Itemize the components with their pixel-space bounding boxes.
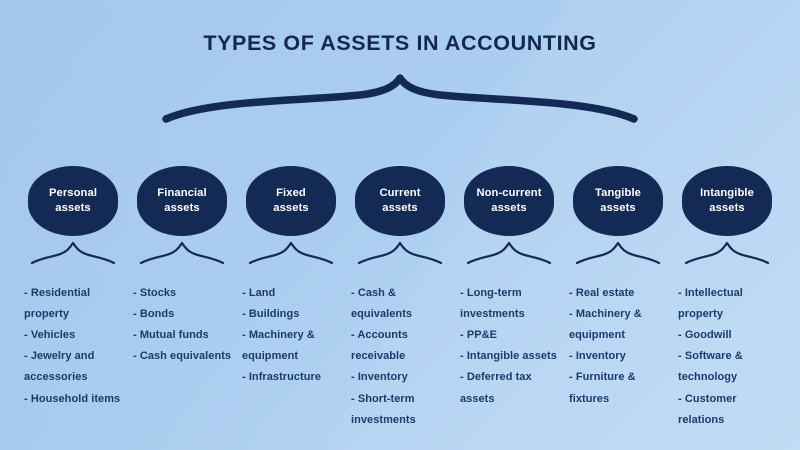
list-item: - Customer relations (678, 392, 737, 426)
column-brace-icon (30, 241, 116, 265)
list-non-current-assets: - Long-term investments - PP&E - Intangi… (460, 283, 564, 410)
list-item: - Residential property (24, 287, 91, 321)
list-item: - Accounts receivable (351, 329, 408, 363)
list-item: - Land (242, 287, 276, 299)
list-personal-assets: - Residential property - Vehicles - Jewe… (24, 283, 128, 410)
list-item: - Goodwill (678, 329, 732, 342)
column-brace-icon (248, 241, 334, 265)
list-item: - Real estate (569, 287, 635, 299)
list-item: - Infrastructure (242, 371, 322, 384)
list-item: - Machinery & equipment (242, 329, 315, 363)
column-brace-icon (684, 241, 770, 265)
list-item: - Vehicles (24, 329, 76, 342)
list-item: - Cash equivalents (133, 350, 232, 363)
main-brace-icon (162, 74, 638, 123)
list-item: - Deferred tax assets (460, 371, 532, 405)
list-item: - Mutual funds (133, 329, 209, 342)
column-brace-icon (357, 241, 443, 265)
list-intangible-assets: - Intellectual property - Goodwill - Sof… (678, 283, 782, 431)
column-brace-icon (139, 241, 225, 265)
list-item: - Machinery & equipment (569, 308, 642, 342)
list-financial-assets: - Stocks - Bonds - Mutual funds - Cash e… (133, 283, 237, 367)
list-item: - Buildings (242, 308, 300, 321)
list-item: - PP&E (460, 329, 497, 342)
list-item: - Software & technology (678, 350, 743, 384)
list-item: - Short-term investments (351, 392, 416, 426)
list-item: - Bonds (133, 308, 175, 321)
list-item: - Furniture & fixtures (569, 371, 636, 405)
list-fixed-assets: - Land - Buildings - Machinery & equipme… (242, 283, 346, 389)
page-title: TYPES OF ASSETS IN ACCOUNTING (203, 31, 597, 55)
list-item: - Inventory (351, 371, 408, 384)
column-brace-icon (466, 241, 552, 265)
list-item: - Long-term investments (460, 287, 525, 321)
list-tangible-assets: - Real estate - Machinery & equipment - … (569, 283, 673, 410)
list-current-assets: - Cash & equivalents - Accounts receivab… (351, 283, 455, 431)
list-item: - Stocks (133, 287, 177, 299)
list-item: - Intellectual property (678, 287, 743, 321)
column-brace-icon (575, 241, 661, 265)
list-item: - Jewelry and accessories (24, 350, 95, 384)
list-item: - Inventory (569, 350, 626, 363)
list-item: - Cash & equivalents (351, 287, 413, 321)
list-item: - Household items (24, 392, 121, 405)
list-item: - Intangible assets (460, 350, 557, 363)
